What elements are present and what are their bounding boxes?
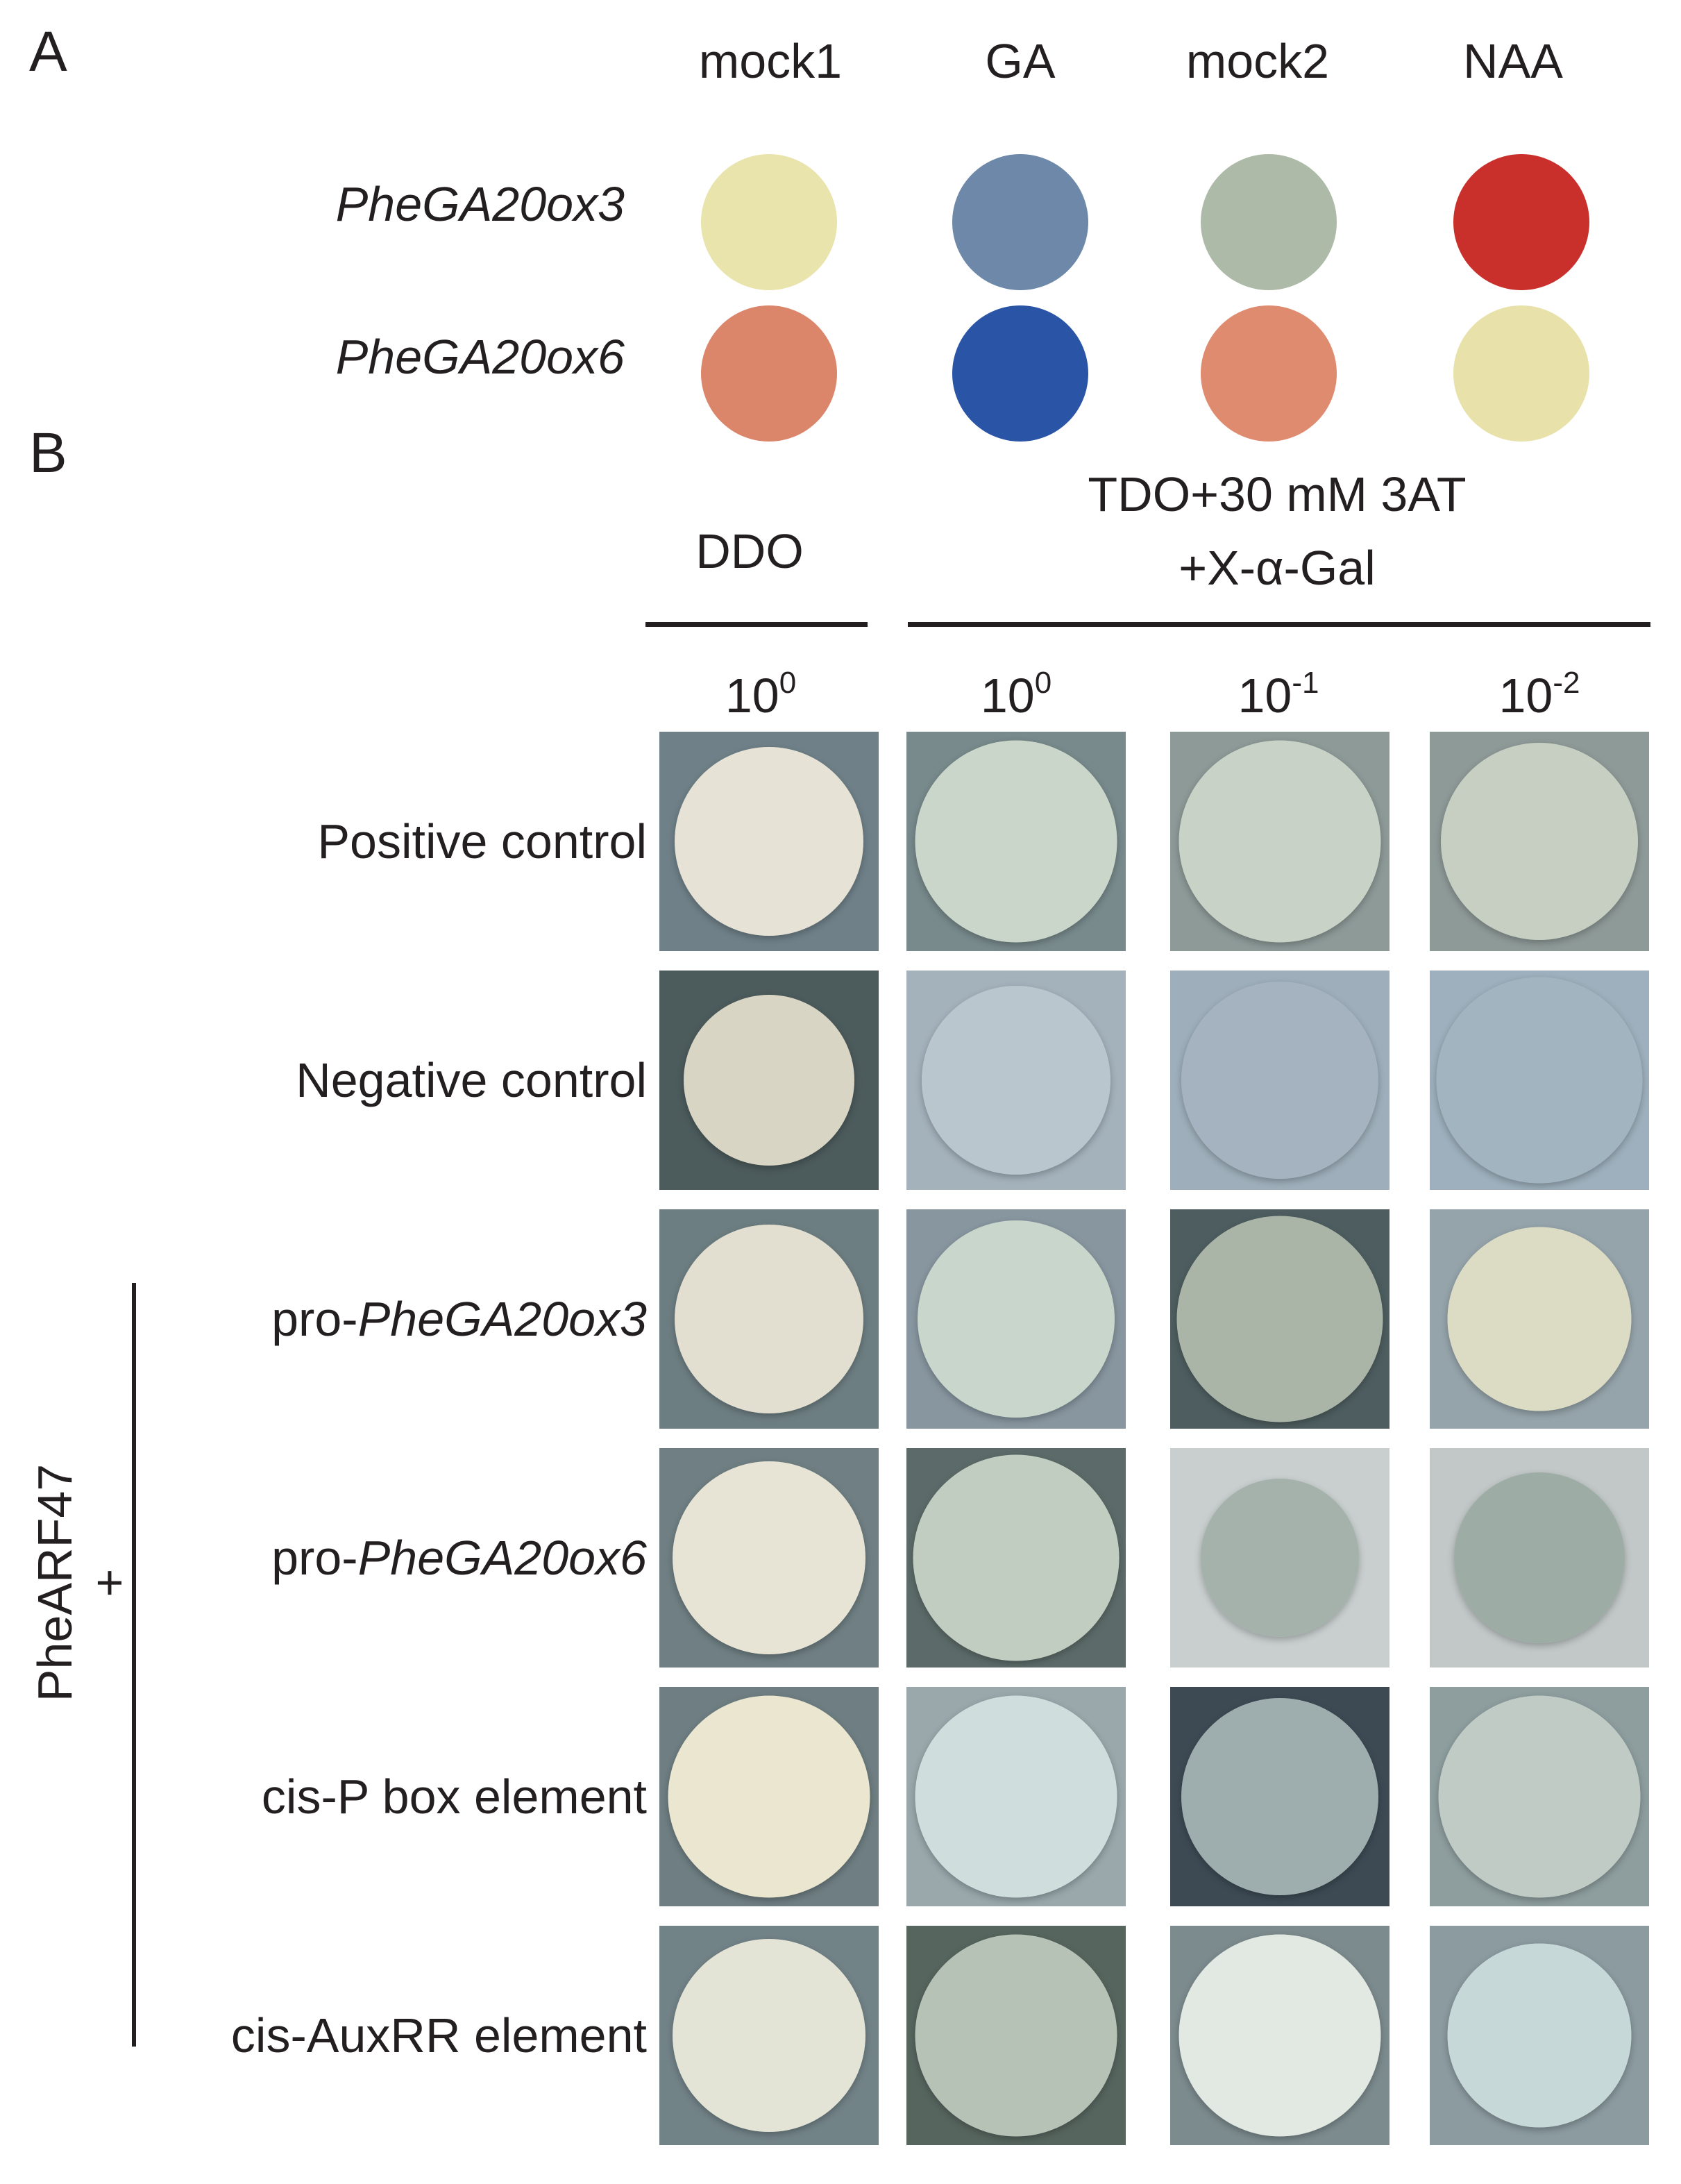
yeast-colony [1181,982,1378,1179]
ddo-label: DDO [695,524,804,578]
plate-tile [1170,1209,1389,1429]
dilution-label-tdo-3: 10-2 [1498,666,1580,723]
row-label: pro-PheGA20ox6 [271,1531,647,1585]
yeast-colony [1438,1695,1641,1898]
plate-tile [906,971,1126,1190]
plate-tile [1170,1926,1389,2145]
dilution-label-tdo-2: 10-1 [1237,666,1319,723]
expression-dot-phega20ox3-mock1 [701,154,837,290]
expression-dot-phega20ox6-mock2 [1201,305,1337,442]
yeast-colony [1447,1227,1632,1411]
yeast-colony [1436,977,1643,1184]
yeast-colony [915,1934,1117,2137]
expression-dot-phega20ox6-ga [952,305,1088,442]
plate-tile [1170,1448,1389,1668]
row-label: Positive control [317,814,647,868]
row-label: cis-AuxRR element [230,2008,647,2063]
plate-tile [1430,971,1649,1190]
yeast-colony [915,740,1117,943]
plate-tile [1170,971,1389,1190]
bracket-line [132,1283,136,2047]
yeast-colony [922,986,1110,1175]
yeast-colony [1176,1216,1383,1422]
yeast-colony [675,1225,863,1413]
expression-dot-phega20ox3-naa [1453,154,1589,290]
column-header-naa: NAA [1463,34,1563,88]
plate-tile [1170,732,1389,951]
plate-tile [659,1448,879,1668]
plate-tile [906,1209,1126,1429]
plate-tile [906,1687,1126,1906]
panel-b-letter: B [29,421,67,485]
dilution-label-ddo: 100 [725,666,797,723]
yeast-colony [918,1220,1115,1418]
panel-a-letter: A [29,20,67,83]
yeast-colony [673,1461,865,1654]
yeast-colony [1179,740,1381,943]
tdo-rule [908,622,1650,627]
yeast-colony [668,1695,870,1898]
column-header-mock1: mock1 [698,34,843,88]
plate-tile [1170,1687,1389,1906]
plate-tile [906,1926,1126,2145]
plate-tile [1430,1926,1649,2145]
yeast-colony [1454,1472,1625,1643]
yeast-colony [673,1939,865,2132]
gene-label-ga20ox3: PheGA20ox3 [335,177,625,231]
plate-tile [1430,1448,1649,1668]
plate-tile [659,732,879,951]
plate-tile [659,1687,879,1906]
row-label: cis-P box element [261,1770,647,1824]
plate-tile [906,1448,1126,1668]
gene-label-ga20ox6: PheGA20ox6 [335,330,625,384]
expression-dot-phega20ox3-mock2 [1201,154,1337,290]
yeast-colony [1179,1934,1381,2137]
yeast-colony [1441,743,1638,940]
ddo-rule [645,622,868,627]
yeast-colony [1201,1479,1359,1637]
tdo-label-line1: TDO+30 mM 3AT [1088,467,1467,521]
yeast-colony [915,1695,1117,1898]
plate-tile [1430,1687,1649,1906]
plate-tile [1430,1209,1649,1429]
row-label: pro-PheGA20ox3 [271,1292,647,1346]
yeast-colony [1447,1943,1632,2128]
plate-tile [659,1209,879,1429]
yeast-colony [684,995,854,1166]
expression-dot-phega20ox6-naa [1453,305,1589,442]
row-label: Negative control [296,1053,647,1107]
side-label-phearf47: PheARF47+ [28,1463,136,1702]
plate-tile [1430,732,1649,951]
expression-dot-phega20ox6-mock1 [701,305,837,442]
column-header-ga: GA [985,34,1056,88]
dilution-label-tdo-1: 100 [980,666,1052,723]
yeast-colony [675,747,863,936]
plate-tile [659,1926,879,2145]
plate-tile [906,732,1126,951]
yeast-colony [1181,1698,1378,1895]
tdo-label-line2: +X-α-Gal [1179,541,1376,595]
plate-tile [659,971,879,1190]
expression-dot-phega20ox3-ga [952,154,1088,290]
yeast-colony [913,1454,1120,1661]
column-header-mock2: mock2 [1185,34,1330,88]
